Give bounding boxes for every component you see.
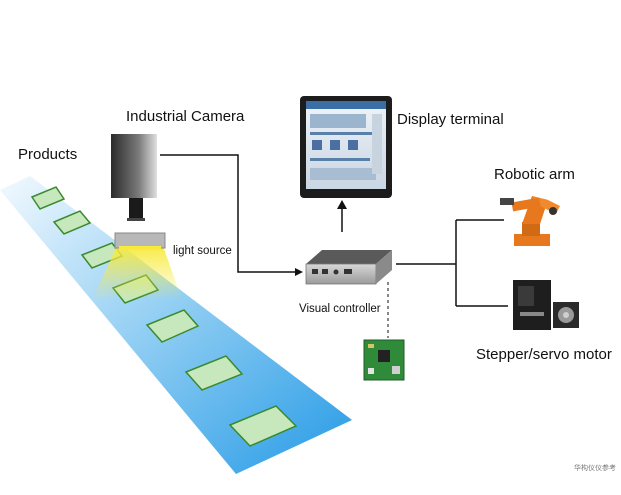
products-label: Products xyxy=(18,146,78,163)
visual-controller-label: Visual controller xyxy=(299,303,381,315)
robotic-arm-icon xyxy=(500,196,560,246)
watermark-label: 华构仪仪参考 xyxy=(574,465,616,472)
display-terminal-icon xyxy=(300,96,392,198)
servo-motor-label: Stepper/servo motor xyxy=(476,346,612,363)
product-item xyxy=(145,309,200,343)
light-beam xyxy=(92,246,182,300)
product-item xyxy=(30,186,66,210)
connection-lines xyxy=(160,154,508,338)
camera-to-controller-line xyxy=(160,154,298,273)
pcb-module-icon xyxy=(363,339,405,381)
arrow-head xyxy=(337,200,347,209)
light-source-label: light source xyxy=(173,245,232,257)
display-terminal-label: Display terminal xyxy=(397,111,504,128)
product-item xyxy=(228,405,298,447)
product-items xyxy=(30,186,298,447)
industrial-camera-icon xyxy=(111,134,157,221)
product-item xyxy=(184,355,244,391)
light-source-icon xyxy=(114,232,166,250)
arrow-head xyxy=(295,268,303,276)
servo-motor-icon xyxy=(513,280,579,330)
industrial-camera-label: Industrial Camera xyxy=(126,108,245,125)
visual-controller-icon xyxy=(305,250,392,285)
product-item xyxy=(52,210,92,235)
robotic-arm-label: Robotic arm xyxy=(494,166,575,183)
